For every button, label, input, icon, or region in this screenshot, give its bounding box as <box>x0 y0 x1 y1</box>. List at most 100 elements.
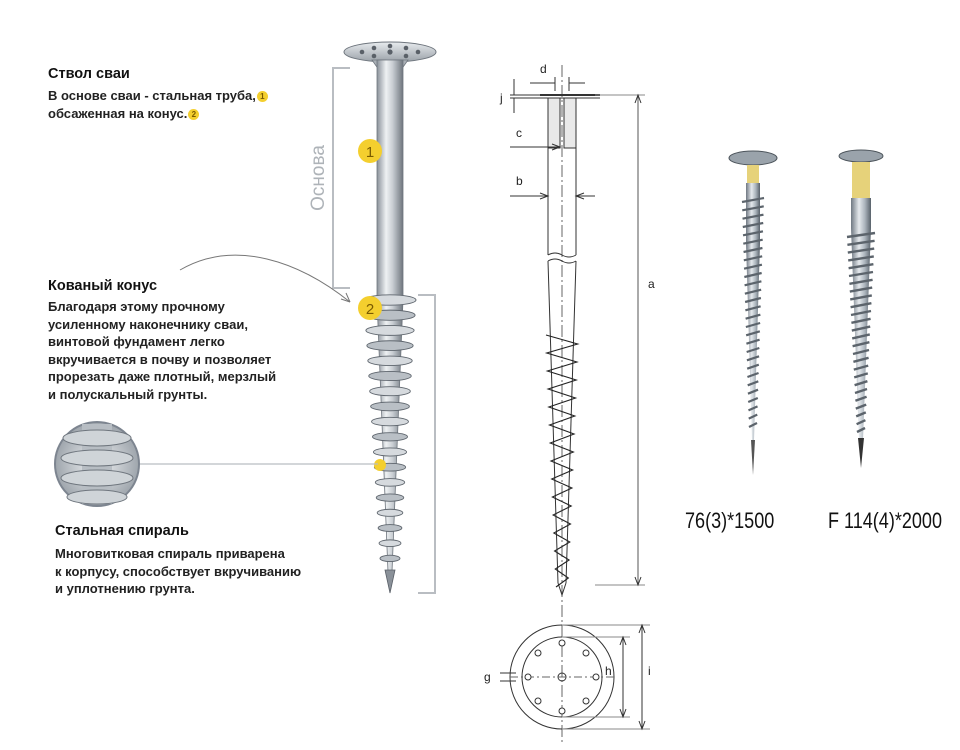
spiral-turn <box>370 401 410 412</box>
thread-line <box>746 355 760 362</box>
marker-1-label: 1 <box>366 144 374 161</box>
dim-c-label: c <box>516 126 522 140</box>
dim-d-label: d <box>540 62 547 76</box>
thread-line <box>745 305 761 312</box>
thread-line <box>856 426 866 434</box>
thread-line <box>848 263 874 270</box>
thread-line <box>742 230 764 237</box>
zoom-threads <box>60 424 134 505</box>
spiral-turn <box>365 324 415 336</box>
thread-line <box>743 255 763 262</box>
thread-line <box>855 403 867 410</box>
pile-tip <box>384 569 396 594</box>
thread-line <box>852 348 870 356</box>
spiral-title: Стальная спираль <box>55 523 189 539</box>
dim-b-label: b <box>516 174 523 188</box>
spiral-turn <box>375 493 405 502</box>
pile-illustration: 1 2 Основа <box>54 41 437 594</box>
dim-h-label: h <box>605 664 612 678</box>
thread-line <box>853 364 869 371</box>
thread-line <box>856 419 866 426</box>
pile-photo-114 <box>838 149 884 468</box>
cap-holes <box>359 43 421 59</box>
pile-photos <box>728 149 884 475</box>
base-label: Основа <box>308 145 329 211</box>
spiral-desc-line: Многовитковая спираль приварена <box>55 546 285 561</box>
thread-line <box>745 313 761 320</box>
shaft-description: В основе сваи - стальная труба,1 обсажен… <box>48 87 268 122</box>
thread-line <box>744 288 762 295</box>
base-bracket <box>332 67 350 289</box>
spiral-description: Многовитковая спираль приварена к корпус… <box>55 545 301 598</box>
thread-line <box>851 325 871 332</box>
dim-a-label: a <box>648 277 655 291</box>
thread-line <box>745 330 761 337</box>
thread-line <box>847 247 875 254</box>
thread-line <box>854 395 868 402</box>
spiral-turn <box>371 416 409 427</box>
thread-line <box>743 263 763 270</box>
spiral-turn <box>366 340 414 351</box>
spiral-turn <box>372 432 408 442</box>
cone-desc-line: прорезать даже плотный, мерзлый <box>48 369 277 384</box>
thread-line <box>853 372 869 379</box>
cone-title: Кованый конус <box>48 278 158 294</box>
spiral-turn <box>368 370 412 382</box>
pile-photo-76 <box>728 150 778 475</box>
plate-holes <box>524 639 600 715</box>
spiral-turn <box>379 554 401 563</box>
thread-line <box>850 309 872 317</box>
shaft-desc-line1: В основе сваи - стальная труба, <box>48 88 256 103</box>
thread-line <box>854 387 868 395</box>
cone-description: Благодаря этому прочному усиленному нако… <box>48 298 276 403</box>
thread-line <box>744 280 762 287</box>
thread-line <box>741 196 765 204</box>
thread-line <box>745 321 761 329</box>
dim-j-label: j <box>499 91 503 105</box>
thread-line <box>748 413 758 420</box>
thread-line <box>746 346 760 354</box>
thread-line <box>747 388 759 395</box>
thread-line <box>747 380 759 387</box>
technical-drawing: d j c b a g h i <box>484 62 655 745</box>
thread-line <box>853 356 869 363</box>
spiral-turn <box>376 508 404 517</box>
spiral-schematic <box>544 334 580 588</box>
cone-desc-line: Благодаря этому прочному <box>48 299 225 314</box>
thread-line <box>744 296 762 304</box>
cone-desc-line: и полускальный грунты. <box>48 386 208 402</box>
dim-g-label: g <box>484 670 491 684</box>
spiral-turn <box>378 539 402 547</box>
thread-line <box>854 380 868 387</box>
spiral-turn <box>367 355 413 366</box>
thread-line <box>851 317 871 324</box>
thread-line <box>742 205 764 212</box>
thread-line <box>743 246 763 254</box>
thread-line <box>849 294 873 301</box>
thread-line <box>747 396 759 404</box>
thread-line <box>742 213 764 220</box>
spiral-turn <box>369 386 411 397</box>
marker-1-icon <box>358 139 382 163</box>
thread-line <box>849 278 873 285</box>
thread-line <box>743 238 763 245</box>
cone-desc-line: вкручивается в почву и позволяет <box>48 351 272 367</box>
spiral-desc-line: и уплотнению грунта. <box>55 581 195 596</box>
thread-line <box>748 422 758 428</box>
marker-2-label: 2 <box>366 301 374 318</box>
shaft-desc-line2: обсаженная на конус. <box>48 105 188 121</box>
dim-i-label: i <box>648 664 651 678</box>
shaft-title: Ствол сваи <box>48 66 130 82</box>
marker-2-icon <box>358 296 382 320</box>
thread-line <box>848 255 874 262</box>
thread-line <box>746 338 760 345</box>
thread-line <box>746 363 760 370</box>
spiral-dot-icon <box>374 459 386 471</box>
badge-2-icon: 2 <box>188 108 200 120</box>
thread-line <box>747 371 759 379</box>
thread-line <box>849 286 873 293</box>
thread-line <box>744 271 762 279</box>
pile-shaft <box>376 59 404 301</box>
spiral-desc-line: к корпусу, способствует вкручиванию <box>55 563 302 579</box>
caption-pile-76: 76(3)*1500 <box>685 508 775 533</box>
